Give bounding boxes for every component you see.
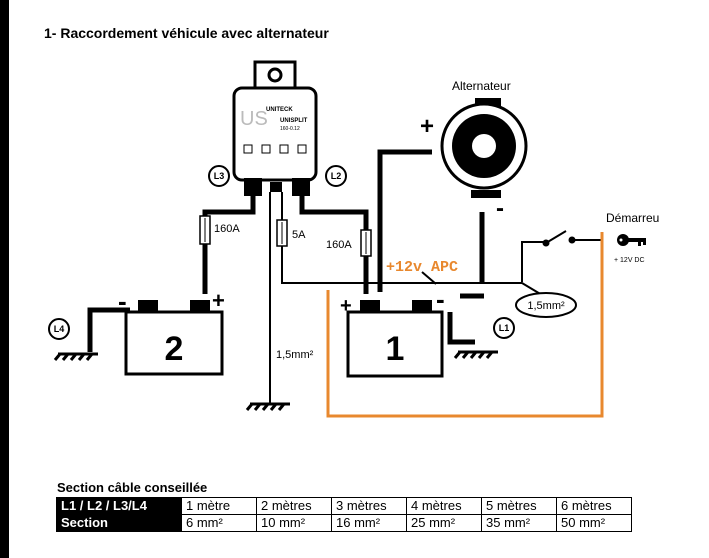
batt2-minus: - (118, 286, 127, 316)
apc-label: +12v APC (386, 259, 458, 276)
ground-icon-middle (245, 402, 290, 411)
cable-section-table: L1 / L2 / L3/L4 1 mètre 2 mètres 3 mètre… (56, 497, 632, 532)
table-cell: 16 mm² (331, 514, 407, 532)
svg-text:1: 1 (386, 330, 405, 368)
left-border (0, 0, 9, 558)
table-cell: 5 mètres (481, 497, 557, 515)
key-icon (617, 234, 646, 246)
unisplit-device: US UNITECK UNISPLIT 160-0.12 (232, 60, 318, 196)
ground-wire-label: 1,5mm² (276, 349, 314, 361)
batt2-plus: + (212, 288, 225, 313)
table-row: L1 / L2 / L3/L4 1 mètre 2 mètres 3 mètre… (56, 497, 632, 515)
table-cell: 2 mètres (256, 497, 332, 515)
alternator: Alternateur (440, 79, 528, 198)
table-cell: 4 mètres (406, 497, 482, 515)
batt1-minus: - (436, 284, 445, 314)
starter-voltage: + 12V DC (614, 257, 645, 264)
table-cell: 3 mètres (331, 497, 407, 515)
device-logo: US (240, 108, 268, 130)
alternator-label: Alternateur (452, 79, 511, 93)
row-header-lengths: L1 / L2 / L3/L4 (56, 497, 182, 515)
battery-1: 1 (346, 300, 444, 378)
page-title: 1- Raccordement véhicule avec alternateu… (44, 25, 329, 41)
starter-label: Démarreu (606, 211, 659, 225)
table-cell: 6 mm² (181, 514, 257, 532)
table-cell: 35 mm² (481, 514, 557, 532)
fuse-l3-label: 160A (214, 223, 240, 235)
table-cell: 6 mètres (556, 497, 632, 515)
batt1-plus: + (340, 295, 352, 317)
alt-plus: + (420, 113, 434, 140)
terminal-l3: L3 (214, 171, 225, 181)
fuse-l2-label: 160A (326, 239, 352, 251)
terminal-l4: L4 (54, 324, 65, 334)
ground-icon-l4 (53, 352, 98, 361)
device-model: UNISPLIT (280, 118, 308, 124)
apc-wire (326, 232, 604, 418)
fuse-5a-label: 5A (292, 229, 306, 241)
table-cell: 25 mm² (406, 514, 482, 532)
wiring-diagram: US UNITECK UNISPLIT 160-0.12 (48, 60, 659, 418)
alt-minus: - (496, 195, 504, 222)
ground-icon-l1 (453, 350, 498, 359)
device-brand: UNITECK (266, 107, 293, 113)
battery-2: 2 (124, 300, 224, 376)
circled-wire-label: 1,5mm² (527, 300, 565, 312)
svg-text:2: 2 (165, 330, 184, 368)
table-row: Section 6 mm² 10 mm² 16 mm² 25 mm² 35 mm… (56, 514, 632, 532)
table-cell: 1 mètre (181, 497, 257, 515)
row-header-section: Section (56, 514, 182, 532)
cable-table-title: Section câble conseillée (57, 480, 208, 495)
device-sub: 160-0.12 (280, 126, 300, 132)
terminal-l2: L2 (331, 171, 342, 181)
terminal-l1: L1 (499, 323, 510, 333)
table-cell: 10 mm² (256, 514, 332, 532)
table-cell: 50 mm² (556, 514, 632, 532)
